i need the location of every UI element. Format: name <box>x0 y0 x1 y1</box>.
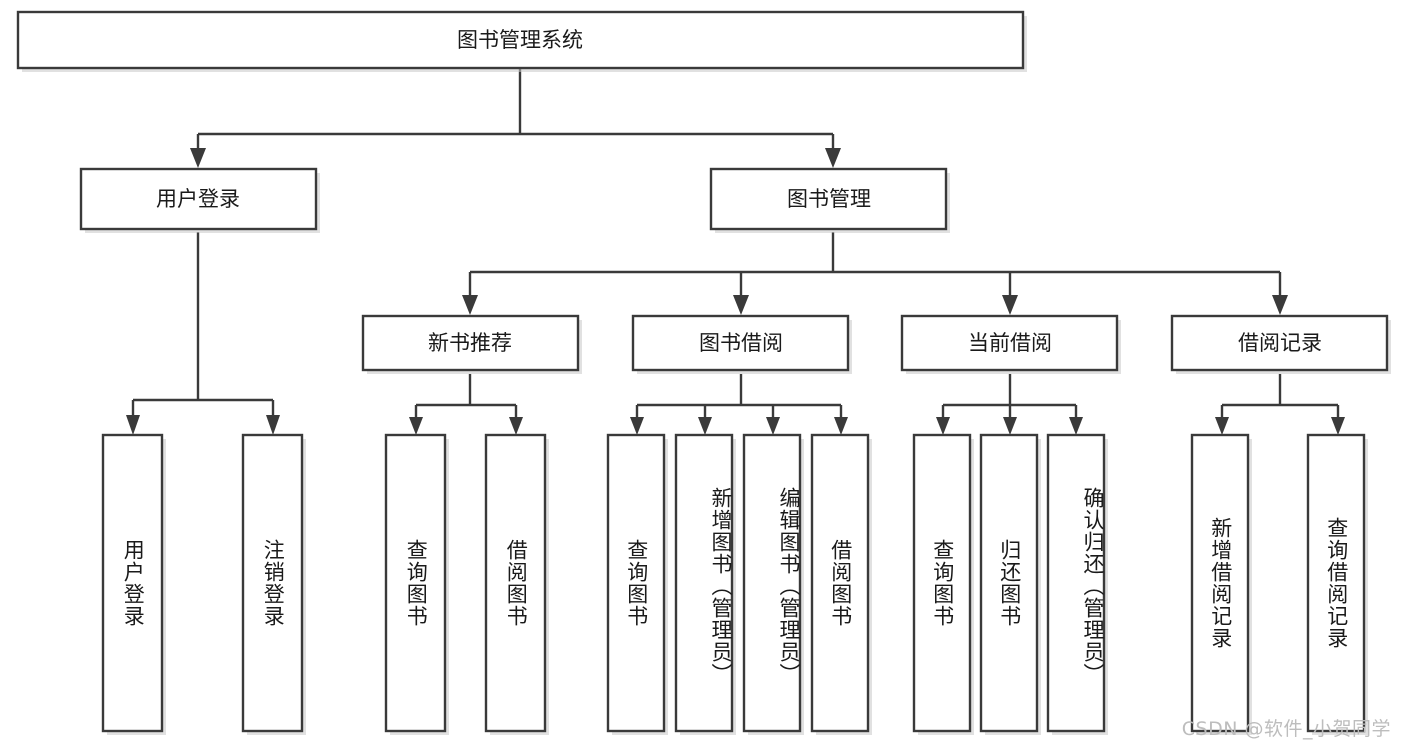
arrowhead-ul-leaf2 <box>266 415 280 435</box>
leaf-nbr-2-box <box>484 433 547 733</box>
leaf-nbr-query-book[interactable] <box>384 433 449 735</box>
leaf-cb-3-box <box>1046 433 1106 733</box>
node-borrow-record-box <box>1170 314 1389 372</box>
leaf-nbr-borrow-book[interactable] <box>484 433 549 735</box>
node-user-login[interactable]: 用户登录 <box>79 167 320 233</box>
leaf-bb-4-box <box>810 433 870 733</box>
leaf-user-login-logout[interactable] <box>241 433 306 735</box>
node-book-borrow-box <box>631 314 850 372</box>
leaf-ul-2-box <box>241 433 304 733</box>
arrowhead-br-leaf2 <box>1331 417 1345 435</box>
arrowhead-book-borrow <box>733 295 749 315</box>
node-new-book-recommend-label: 新书推荐 <box>428 331 512 355</box>
arrowhead-current-borrow <box>1002 295 1018 315</box>
arrowhead-borrow-record <box>1272 295 1288 315</box>
leaf-bb-1-box <box>606 433 666 733</box>
arrowhead-cb-leaf1 <box>936 417 950 435</box>
arrowhead-bb-leaf2 <box>698 417 712 435</box>
node-new-book-recommend[interactable]: 新书推荐 <box>361 314 582 374</box>
leaf-br-add-record[interactable] <box>1190 433 1252 735</box>
leaf-user-login-login[interactable] <box>101 433 166 735</box>
node-book-management-label: 图书管理 <box>787 187 871 211</box>
leaf-br-1-box <box>1190 433 1250 733</box>
leaf-cb-2-box <box>979 433 1039 733</box>
node-root-label: 图书管理系统 <box>457 28 583 52</box>
leaf-bb-query-book[interactable] <box>606 433 668 735</box>
leaf-nbr-1-box <box>384 433 447 733</box>
leaf-cb-confirm-return[interactable] <box>1046 433 1108 735</box>
node-current-borrow-box <box>900 314 1119 372</box>
node-root[interactable]: 图书管理系统 <box>16 10 1027 72</box>
node-current-borrow[interactable]: 当前借阅 <box>900 314 1121 374</box>
node-root-box <box>16 10 1025 70</box>
node-user-login-label: 用户登录 <box>156 187 240 211</box>
node-borrow-record[interactable]: 借阅记录 <box>1170 314 1391 374</box>
arrowhead-bb-leaf1 <box>630 417 644 435</box>
leaf-cb-query-book[interactable] <box>912 433 974 735</box>
leaf-bb-3-box <box>742 433 802 733</box>
arrowhead-cb-leaf3 <box>1069 417 1083 435</box>
leaf-cb-return-book[interactable] <box>979 433 1041 735</box>
arrowhead-nbr-leaf2 <box>509 417 523 435</box>
arrowhead-br-leaf1 <box>1215 417 1229 435</box>
watermark: CSDN @软件_小贺同学 <box>1181 718 1391 740</box>
node-new-book-recommend-box <box>361 314 580 372</box>
edges-new-book-recommend-to-leaves <box>409 374 523 435</box>
edges-current-borrow-to-leaves <box>936 374 1083 435</box>
edges-root-to-level1 <box>190 68 841 168</box>
node-borrow-record-label: 借阅记录 <box>1238 331 1322 355</box>
edges-book-borrow-to-leaves <box>630 374 848 435</box>
arrowhead-new-book-recommend <box>462 295 478 315</box>
arrowhead-user-login <box>190 148 206 168</box>
arrowhead-book-mgmt <box>825 148 841 168</box>
node-book-borrow-label: 图书借阅 <box>699 331 783 355</box>
node-user-login-box <box>79 167 318 231</box>
leaf-bb-borrow-book[interactable] <box>810 433 872 735</box>
leaf-br-2-box <box>1306 433 1366 733</box>
node-book-management[interactable]: 图书管理 <box>709 167 950 233</box>
arrowhead-bb-leaf4 <box>834 417 848 435</box>
leaf-bb-add-book[interactable] <box>674 433 736 735</box>
edges-borrow-record-to-leaves <box>1215 374 1345 435</box>
leaf-ul-1-box <box>101 433 164 733</box>
arrowhead-nbr-leaf1 <box>409 417 423 435</box>
leaf-bb-edit-book[interactable] <box>742 433 804 735</box>
arrowhead-cb-leaf2 <box>1003 417 1017 435</box>
edges-user-login-to-leaves <box>126 232 280 435</box>
arrowhead-ul-leaf1 <box>126 415 140 435</box>
edges-book-mgmt-to-level2 <box>462 232 1288 315</box>
leaf-cb-1-box <box>912 433 972 733</box>
leaf-br-query-record[interactable] <box>1306 433 1368 735</box>
arrowhead-bb-leaf3 <box>766 417 780 435</box>
node-current-borrow-label: 当前借阅 <box>968 331 1052 355</box>
leaf-bb-2-box <box>674 433 734 733</box>
node-book-borrow[interactable]: 图书借阅 <box>631 314 852 374</box>
node-book-management-box <box>709 167 948 231</box>
